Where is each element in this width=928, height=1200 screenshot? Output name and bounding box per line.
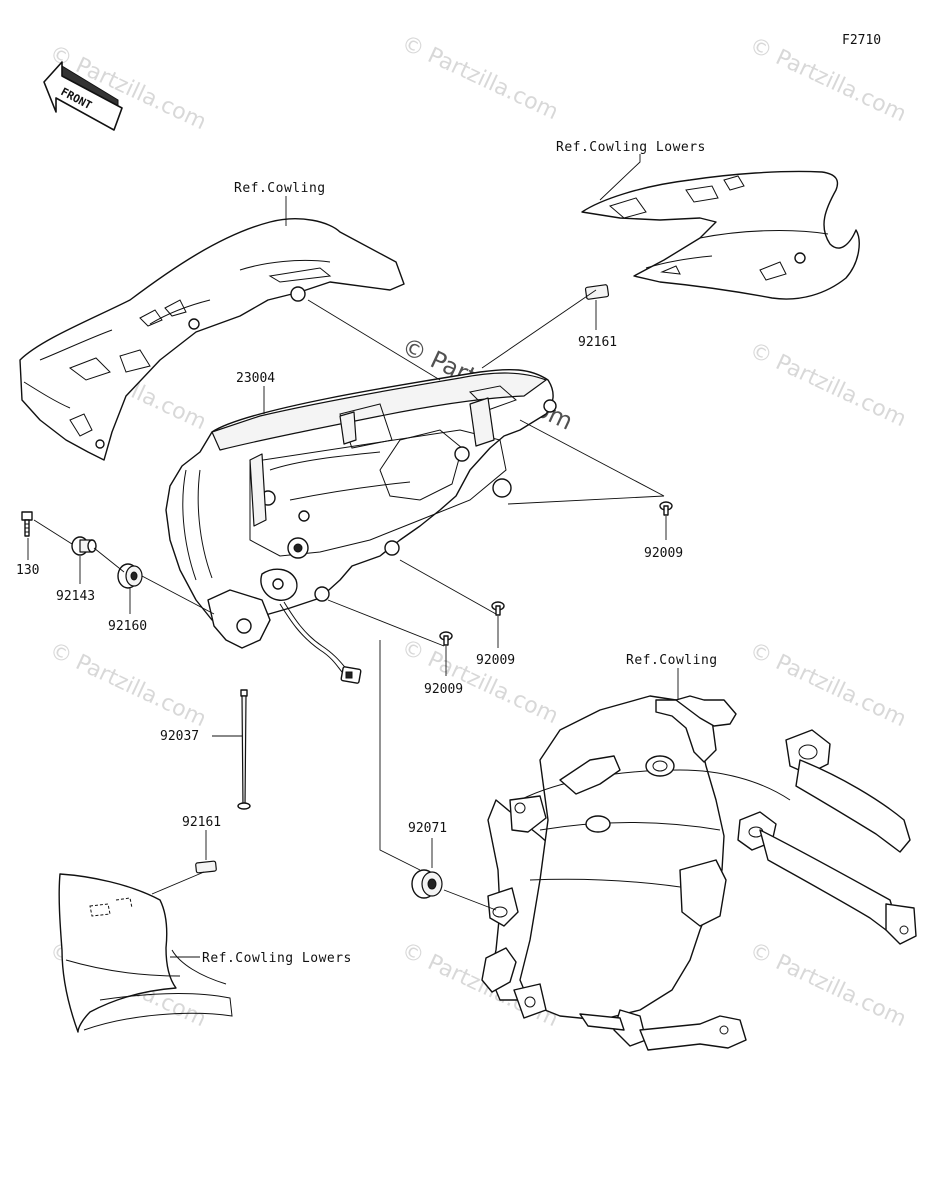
callout-92009-c: 92009 — [424, 682, 463, 697]
screw-92009-b-part — [491, 601, 505, 616]
bolt-130-part — [21, 511, 33, 537]
grommet-92071-part — [411, 869, 443, 899]
callout-92071: 92071 — [408, 821, 447, 836]
watermark-text: © Partzilla.com — [745, 33, 909, 127]
watermark-text: © Partzilla.com — [745, 638, 909, 732]
cowling-lowers-bottom-part — [58, 873, 233, 1033]
callout-92161-top: 92161 — [578, 335, 617, 350]
callout-ref-cowling-right: Ref.Cowling — [626, 653, 718, 668]
callout-92037: 92037 — [160, 729, 199, 744]
screw-92009-c-part — [439, 631, 453, 646]
callout-ref-cowling-lowers-top: Ref.Cowling Lowers — [556, 140, 706, 155]
grommet-92160-part — [117, 563, 143, 589]
callout-92143: 92143 — [56, 589, 95, 604]
band-92037-part — [237, 689, 251, 810]
pad-92161-top-part — [584, 284, 610, 300]
upper-cowling-part — [19, 218, 405, 461]
screw-92009-a-part — [659, 501, 673, 516]
pad-92161-bottom-part — [195, 860, 217, 874]
watermark-text: © Partzilla.com — [397, 635, 561, 729]
watermark-text: © Partzilla.com — [45, 638, 209, 732]
watermark-text: © Partzilla.com — [745, 938, 909, 1032]
callout-ref-cowling-top: Ref.Cowling — [234, 181, 326, 196]
callout-92009-a: 92009 — [644, 546, 683, 561]
headlight-stay-frame-part — [481, 695, 917, 1051]
cowling-lowers-top-part — [581, 170, 860, 300]
callout-130: 130 — [16, 563, 39, 578]
watermark-text: © Partzilla.com — [745, 338, 909, 432]
callout-92009-b: 92009 — [476, 653, 515, 668]
callout-23004: 23004 — [236, 371, 275, 386]
collar-92143-part — [71, 536, 97, 556]
diagram-code: F2710 — [842, 33, 881, 48]
callout-92161-bottom: 92161 — [182, 815, 221, 830]
callout-ref-cowling-lowers-bottom: Ref.Cowling Lowers — [202, 951, 352, 966]
callout-92160: 92160 — [108, 619, 147, 634]
headlight-assembly-part — [165, 368, 557, 684]
watermark-text: © Partzilla.com — [397, 31, 561, 125]
leader-lines — [27, 154, 679, 958]
